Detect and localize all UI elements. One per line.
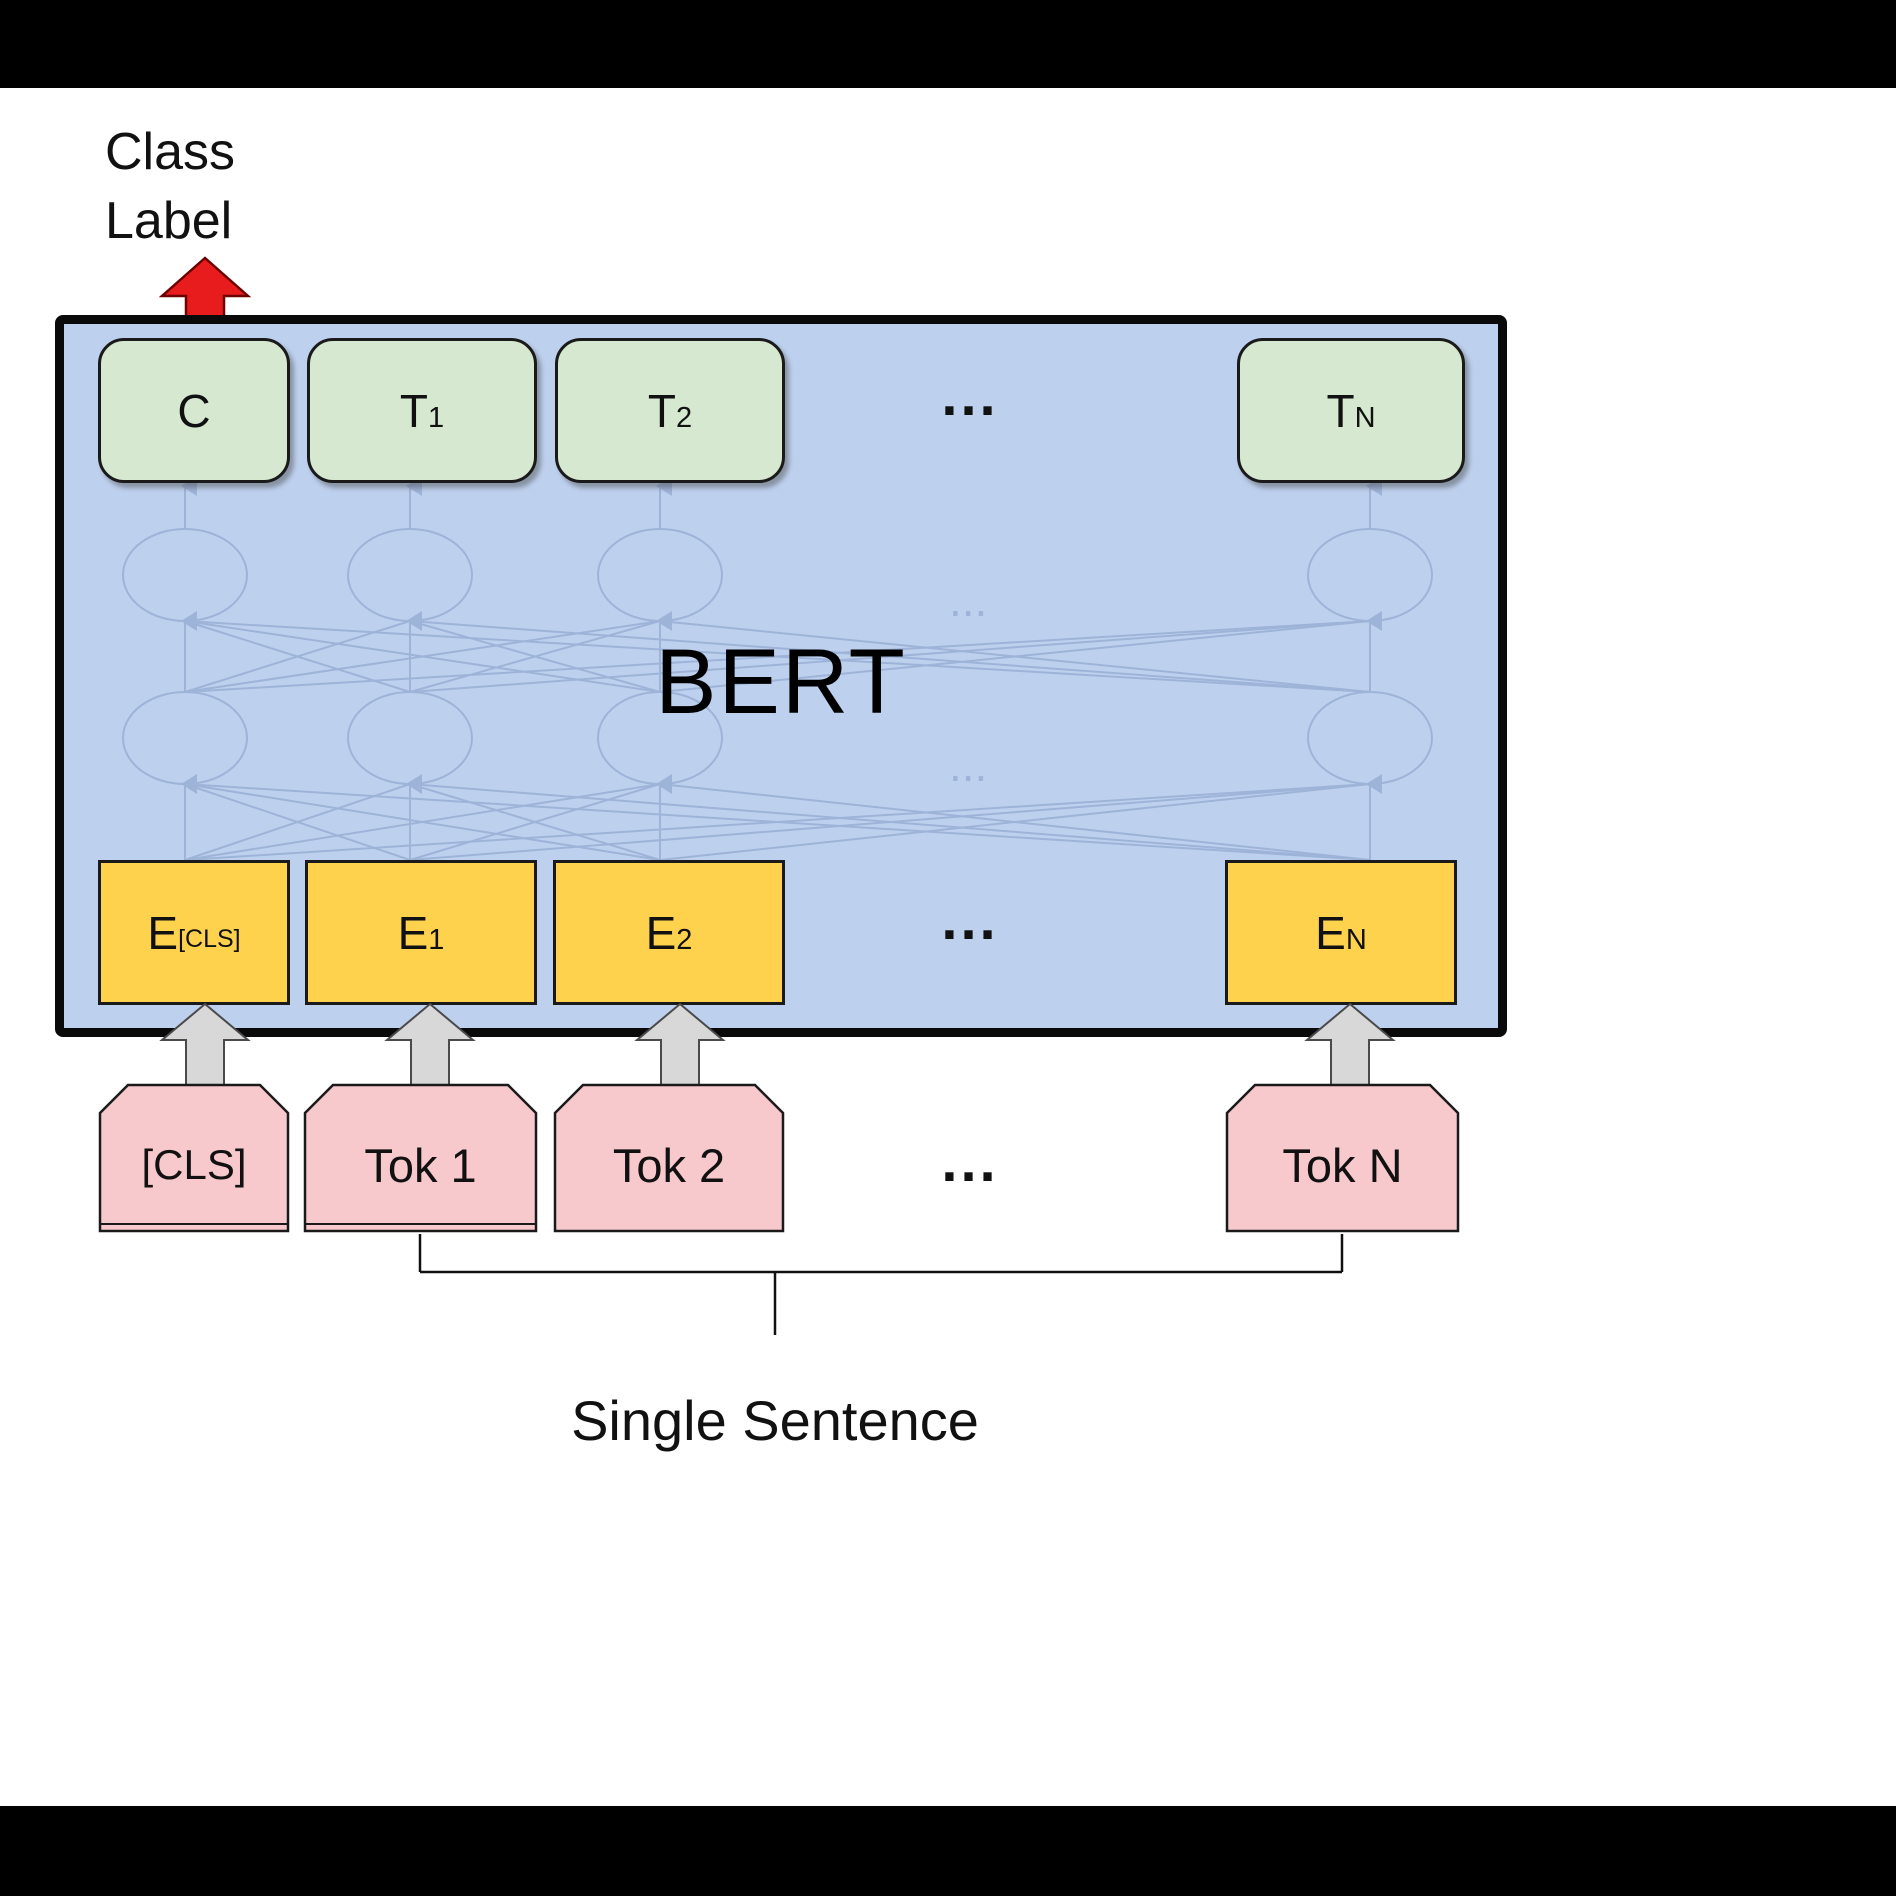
input-box-tokn-label: Tok N: [1282, 1138, 1403, 1192]
sentence-caption: Single Sentence: [571, 1389, 979, 1452]
gray-up-arrow-shape: [1304, 1002, 1396, 1089]
embedding-box-e1-sub: 1: [428, 924, 445, 957]
embedding-box-en-sub: N: [1345, 924, 1367, 957]
letterbox-top: [0, 0, 1896, 88]
gray-up-arrow-shape: [384, 1002, 476, 1089]
embedding-box-e2-sub: 2: [676, 924, 693, 957]
embedding-box-cls: E[CLS]: [98, 860, 290, 1005]
class-label-line1: Class: [105, 123, 236, 181]
output-box-t2-sub: 2: [675, 402, 693, 435]
bert-label: BERT: [655, 631, 907, 733]
input-arrow-icon-tok2: [634, 1002, 726, 1089]
input-arrow-icon-cls: [159, 1002, 251, 1089]
output-box-tn-sub: N: [1354, 402, 1376, 435]
token-tag-shape: [1225, 1083, 1460, 1233]
output-box-t2-label: T: [647, 384, 676, 437]
token-tag-shape: [98, 1083, 290, 1233]
input-box-tok2: Tok 2: [553, 1083, 785, 1233]
input-box-tok1: Tok 1: [303, 1083, 538, 1233]
transformer-network-decoration: ... ...: [122, 476, 1433, 861]
output-box-tn-label: T: [1326, 384, 1355, 437]
network-ellipsis-lower: ...: [949, 739, 987, 791]
embedding-box-cls-sub: [CLS]: [178, 925, 241, 953]
embedding-box-cls-label: E: [147, 906, 179, 959]
input-arrow-icon-tokn: [1304, 1002, 1396, 1089]
network-ellipsis-upper: ...: [949, 574, 987, 626]
sentence-bracket: [418, 1234, 1344, 1335]
input-box-tokn: Tok N: [1225, 1083, 1460, 1233]
input-box-tok1-label: Tok 1: [364, 1138, 477, 1192]
embedding-box-e1-label: E: [397, 906, 429, 959]
embedding-box-en-label: E: [1315, 906, 1346, 959]
gray-up-arrow-shape: [159, 1002, 251, 1089]
embedding-row-ellipsis: ...: [941, 887, 999, 952]
input-arrow-icon-tok1: [384, 1002, 476, 1089]
output-box-c: C: [98, 338, 290, 483]
gray-up-arrow-shape: [634, 1002, 726, 1089]
class-label: Class Label: [105, 118, 235, 255]
token-tag-shape: [553, 1083, 785, 1233]
embedding-box-e2-label: E: [645, 906, 677, 959]
input-box-tok2-label: Tok 2: [612, 1138, 726, 1192]
output-box-t1-label: T: [399, 384, 428, 437]
input-box-cls-label: [CLS]: [141, 1141, 247, 1188]
input-row-ellipsis: ...: [941, 1129, 999, 1194]
class-label-line2: Label: [105, 191, 233, 250]
token-tag-shape: [303, 1083, 538, 1233]
output-box-c-label: C: [177, 384, 211, 437]
output-row-ellipsis: ...: [941, 363, 999, 428]
input-box-cls: [CLS]: [98, 1083, 290, 1233]
output-box-t1-sub: 1: [427, 402, 445, 435]
letterbox-bottom: [0, 1806, 1896, 1896]
